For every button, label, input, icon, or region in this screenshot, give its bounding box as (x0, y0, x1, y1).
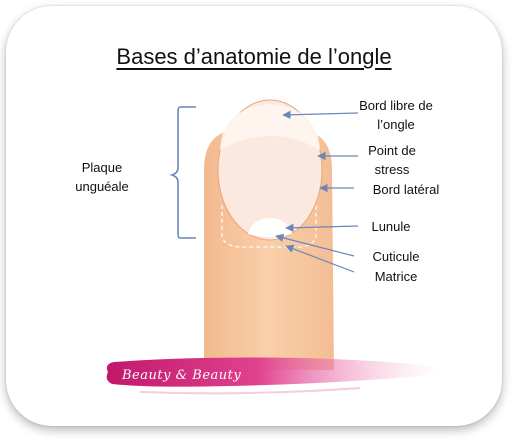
label-bord-libre-line1: Bord libre de (359, 98, 433, 113)
brand-brushstroke-shadow (139, 387, 361, 395)
label-point-line1: Point de (368, 143, 416, 158)
label-lunule: Lunule (371, 219, 411, 234)
label-plaque-line2: unguéale (75, 179, 129, 194)
label-cuticule: Cuticule (372, 249, 420, 264)
label-bord-libre: Bord libre de l’ongle (344, 96, 448, 134)
label-plaque-line1: Plaque (81, 160, 123, 175)
label-matrice: Matrice (374, 269, 418, 284)
lunula-shape (248, 218, 292, 237)
label-plaque-ungueale: Plaque unguéale (62, 158, 142, 196)
label-point-line2: stress (374, 162, 410, 177)
brand-watermark: Beauty & Beauty (122, 368, 242, 383)
arrow-lunule (285, 223, 359, 232)
label-point-de-stress: Point de stress (352, 141, 432, 179)
brand-brushstroke (106, 357, 443, 387)
arrow-matrice (285, 244, 355, 273)
diagram-title: Bases d’anatomie de l’ongle (116, 44, 392, 69)
label-bord-libre-line2: l’ongle (377, 117, 415, 132)
arrow-bord-libre (282, 110, 359, 119)
label-bord-lateral: Bord latéral (372, 182, 440, 197)
arrow-cuticule (275, 233, 355, 257)
plaque-brace (169, 106, 196, 239)
matrix-outline (221, 205, 317, 248)
free-edge (220, 104, 320, 150)
